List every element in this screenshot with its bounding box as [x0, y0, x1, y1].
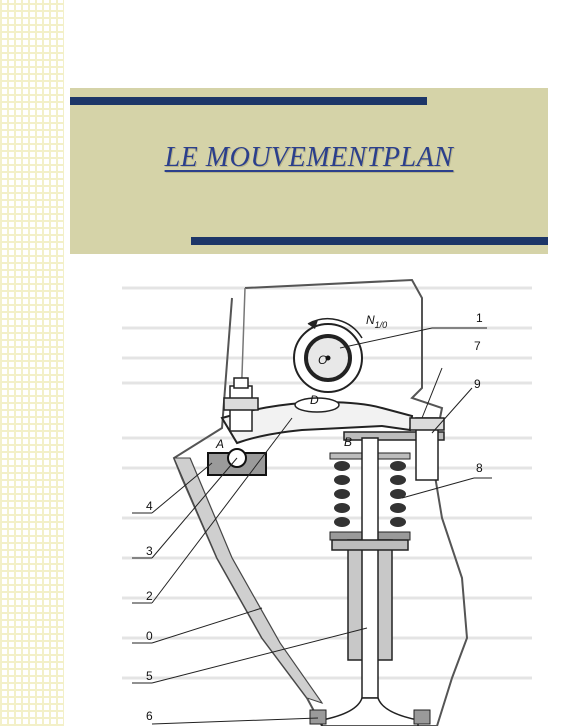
decorative-side-stripe	[0, 0, 64, 726]
label-point-d: D	[310, 393, 319, 407]
valve-stem	[361, 437, 379, 699]
label-1: 1	[476, 311, 483, 325]
force-label: N1/0	[366, 313, 387, 330]
cam-center	[325, 355, 331, 361]
rotation-arrowhead	[308, 320, 318, 329]
leader-lines	[132, 327, 492, 725]
title-accent-bar-bottom	[191, 237, 548, 245]
bolt-head	[409, 417, 445, 431]
label-point-b: B	[344, 435, 352, 449]
valve-seat-right	[413, 709, 431, 725]
label-9: 9	[474, 377, 481, 391]
label-5: 5	[146, 669, 153, 683]
title-panel	[70, 88, 548, 254]
slide-title: LE MOUVEMENTPLAN	[164, 142, 454, 173]
label-3: 3	[146, 544, 153, 558]
lock-nut	[223, 397, 259, 411]
title-accent-bar-top	[70, 97, 427, 105]
screw-top	[233, 377, 249, 389]
bracket-plate	[343, 431, 445, 441]
valve-mechanism-diagram: N1/0 O D A B 1 7 9 8 4 3 2 0 5 6	[122, 278, 532, 726]
guide-flange	[331, 539, 409, 551]
label-point-o: O	[318, 353, 327, 367]
rotation-arrow	[307, 318, 363, 339]
label-2: 2	[146, 589, 153, 603]
valve-seat-left	[309, 709, 327, 725]
rocker-contact-d	[294, 397, 340, 413]
label-4: 4	[146, 499, 153, 513]
label-6: 6	[146, 709, 153, 723]
label-7: 7	[474, 339, 481, 353]
label-8: 8	[476, 461, 483, 475]
valve-head	[321, 697, 419, 726]
label-point-a: A	[215, 437, 224, 451]
label-0: 0	[146, 629, 153, 643]
housing-hatch	[173, 457, 324, 704]
